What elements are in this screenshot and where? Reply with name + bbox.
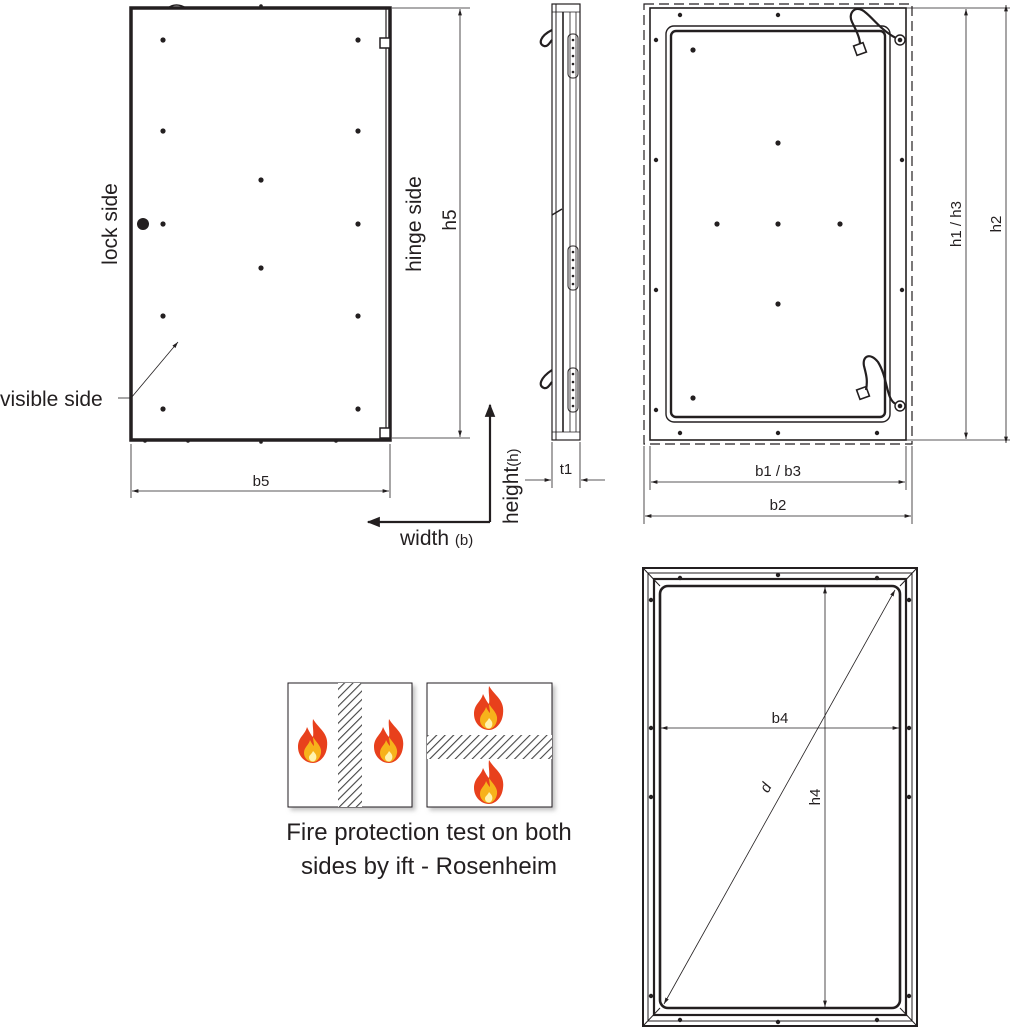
- top-hinge: [379, 37, 391, 49]
- fire-test-icon-vertical-wall: [287, 682, 413, 808]
- front-fixing-points: [143, 4, 361, 444]
- b1-b3-label: b1 / b3: [755, 463, 801, 480]
- t1-label: t1: [560, 461, 573, 478]
- height-label: height(h): [500, 448, 523, 524]
- axis-indicator: [366, 403, 496, 528]
- frame-view: [643, 3, 1010, 524]
- b2-label: b2: [770, 497, 787, 514]
- width-label: width (b): [399, 527, 473, 550]
- b5-label: b5: [253, 473, 270, 490]
- h5-label: h5: [440, 209, 461, 230]
- b4-label: b4: [772, 710, 789, 727]
- front-view: [118, 4, 470, 498]
- h2-label: h2: [988, 216, 1005, 233]
- opening-view: [642, 567, 918, 1027]
- fire-test-icon-horizontal-wall: [426, 682, 553, 808]
- d-label: d: [757, 779, 776, 795]
- bottom-hinge: [379, 427, 391, 439]
- visible-side-label: visible side: [0, 388, 103, 411]
- h1-h3-label: h1 / h3: [948, 201, 965, 247]
- h4-label: h4: [807, 789, 824, 806]
- lock-cylinder: [137, 218, 149, 230]
- side-view: [525, 3, 605, 488]
- lock-side-label: lock side: [99, 183, 122, 265]
- hinge-side-label: hinge side: [403, 176, 426, 272]
- fire-test-caption-line1: Fire protection test on both: [286, 819, 572, 846]
- fire-test-caption-line2: sides by ift - Rosenheim: [301, 853, 557, 880]
- door-leaf: [129, 6, 392, 442]
